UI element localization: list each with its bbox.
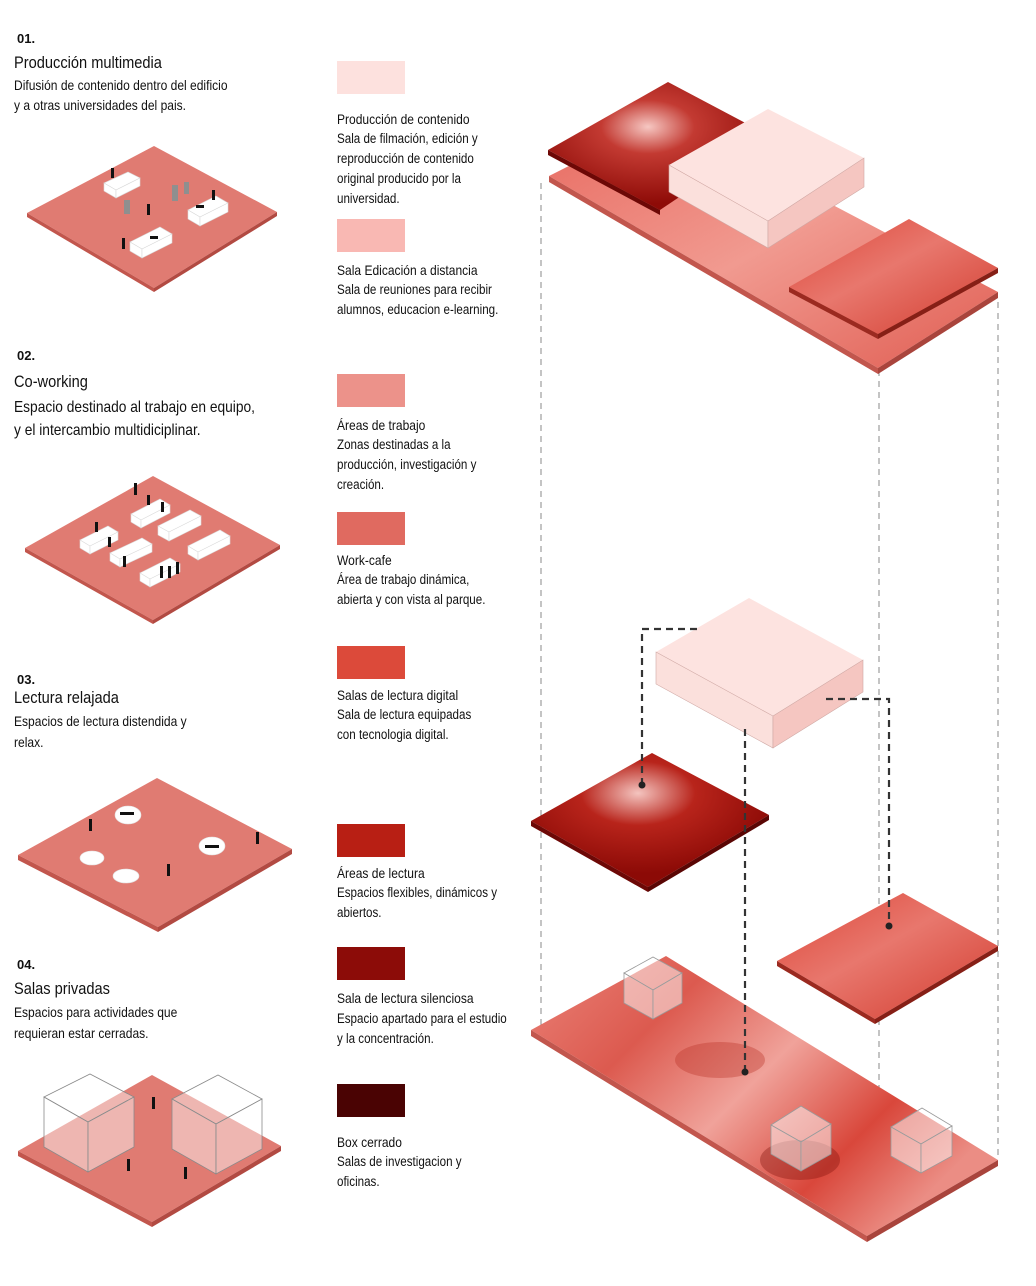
legend-description: Sala de reuniones para recibir alumnos, … [337,282,499,317]
connector-lines [640,627,891,1072]
diagram-lectura-relajada [18,778,292,932]
section-description-line: Espacios para actividades que [14,1004,178,1020]
legend-title: Áreas de trabajo [337,417,426,433]
legend-swatch [337,824,405,857]
legend-description: Espacio apartado para el estudio y la co… [337,1011,507,1046]
legend-swatch [337,512,405,545]
section-title: Lectura relajada [14,688,119,707]
legend-title: Box cerrado [337,1134,402,1150]
legend-swatch [337,61,405,94]
diagram-coworking [25,476,280,624]
section-number: 04. [17,957,36,972]
legend-swatch [337,947,405,980]
section-description-line: Espacios de lectura distendida y [14,713,187,729]
legend-description: Área de trabajo dinámica, abierta y con … [337,572,486,607]
legend-title: Producción de contenido [337,111,470,127]
connector-dots [638,781,893,1076]
legend-swatch [337,1084,405,1117]
legend-description: Espacios flexibles, dinámicos y abiertos… [337,885,498,920]
section-title: Co-working [14,372,88,391]
legend-swatch [337,219,405,252]
level-middle [531,598,998,1024]
legend-title: Work-cafe [337,552,392,568]
section-description-line: requieran estar cerradas. [14,1025,149,1041]
section-title: Salas privadas [14,979,110,998]
legend-description: Sala de lectura equipadas con tecnologia… [337,707,472,742]
diagram-produccion [27,146,277,292]
legend-title: Salas de lectura digital [337,687,459,703]
level-lower [531,956,998,1242]
section-description-line: y el intercambio multidiciplinar. [14,422,201,439]
legend-swatch [337,374,405,407]
section-description-line: relax. [14,734,44,750]
section-number: 02. [17,348,36,363]
level-upper [548,82,998,374]
section-number: 03. [17,672,36,687]
legend-title: Áreas de lectura [337,865,425,881]
legend-description: Salas de investigacion y oficinas. [337,1154,462,1189]
legend-description: Zonas destinadas a la producción, invest… [337,437,477,492]
section-description-line: y a otras universidades del pais. [14,97,186,113]
legend-swatch [337,646,405,679]
legend-title: Sala de lectura silenciosa [337,990,474,1006]
legend-title: Sala Edicación a distancia [337,262,478,278]
section-number: 01. [17,31,36,46]
section-description-line: Espacio destinado al trabajo en equipo, [14,399,255,416]
section-description-line: Difusión de contenido dentro del edifici… [14,77,228,93]
section-title: Producción multimedia [14,53,162,72]
diagram-salas-privadas [18,1073,281,1227]
legend-description: Sala de filmación, edición y reproducció… [337,131,478,206]
